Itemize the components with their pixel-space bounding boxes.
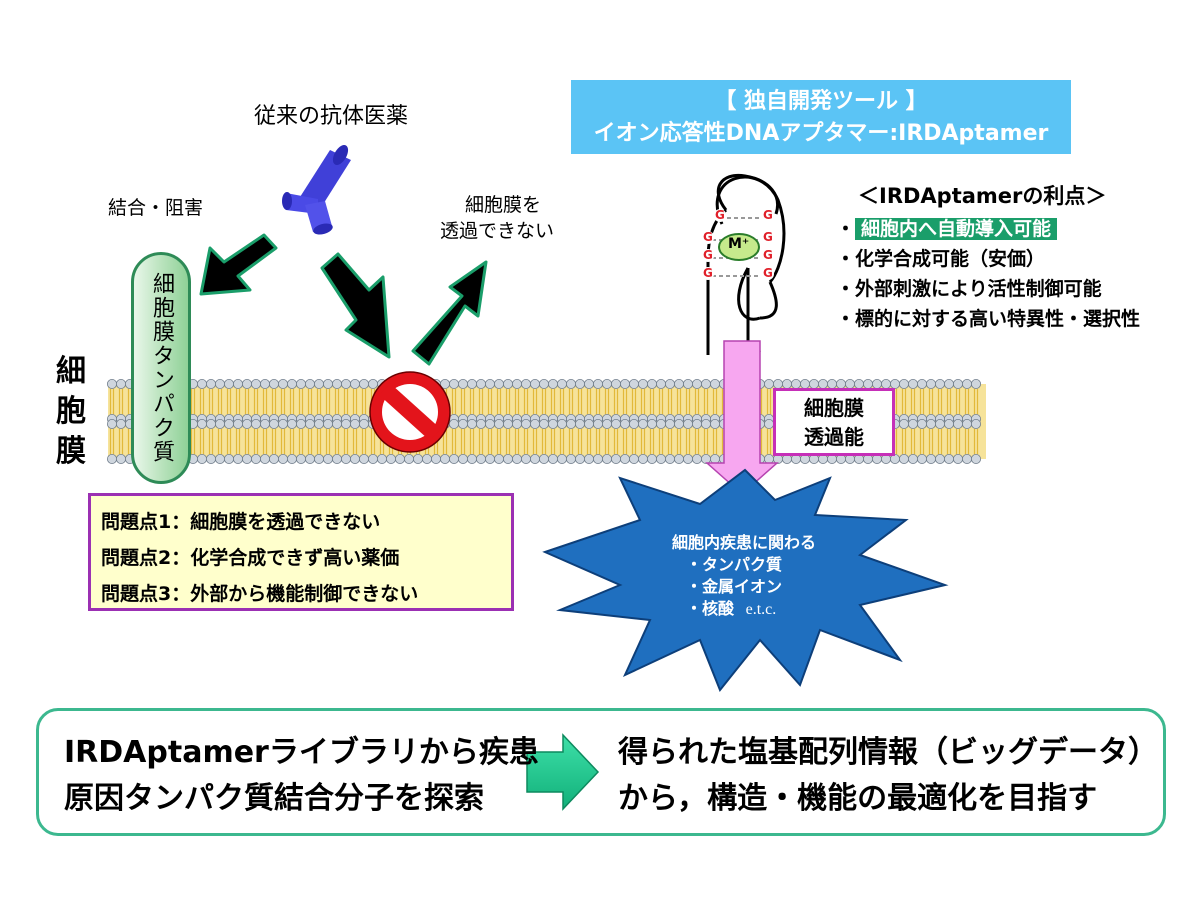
binding-label: 結合・阻害 <box>108 197 204 219</box>
g-base-label: G <box>762 230 774 244</box>
problems-box: 問題点1：細胞膜を透過できない 問題点2：化学合成できず高い薬価 問題点3：外部… <box>88 493 514 611</box>
advantage-highlight: 細胞内へ自動導入可能 <box>855 218 1058 240</box>
membrane-protein-label: 細胞膜タンパク質 <box>149 272 174 464</box>
binding-arrow <box>199 233 278 296</box>
cannot-pass-label-line2: 透過できない <box>440 220 555 242</box>
burst-item-row: ・核酸 e.t.c. <box>686 598 816 621</box>
metal-ion-icon <box>718 233 760 261</box>
bottom-right-line1: 得られた塩基配列情報（ビッグデータ） <box>618 735 1158 770</box>
permeation-arrow <box>705 340 779 496</box>
g-base-label: G <box>702 230 714 244</box>
tool-title-line2: イオン応答性DNAアプタマー:IRDAptamer <box>593 121 1049 146</box>
advantage-item: ・細胞内へ自動導入可能 <box>836 214 1140 244</box>
advantage-text: 化学合成可能（安価） <box>855 248 1046 270</box>
permeability-box: 細胞膜 透過能 <box>773 388 895 456</box>
advantages-list: ・細胞内へ自動導入可能 ・化学合成可能（安価） ・外部刺激により活性制御可能 ・… <box>836 214 1140 334</box>
tool-title-line1: 【 独自開発ツール 】 <box>714 89 928 114</box>
intracellular-burst-shape <box>542 468 949 692</box>
blocked-arrow-down <box>320 252 391 359</box>
permeability-line2: 透過能 <box>804 425 864 449</box>
bottom-left-line1: IRDAptamerライブラリから疾患 <box>64 735 539 770</box>
bottom-right-line2: から，構造・機能の最適化を目指す <box>618 781 1098 816</box>
problem-item: 問題点1：細胞膜を透過できない <box>101 511 381 533</box>
cannot-pass-label-line1: 細胞膜を <box>465 194 542 216</box>
problem-item: 問題点3：外部から機能制御できない <box>101 583 419 605</box>
burst-item: ・タンパク質 <box>686 555 783 574</box>
advantage-item: ・外部刺激により活性制御可能 <box>836 274 1140 304</box>
burst-text: 細胞内疾患に関わる ・タンパク質 ・金属イオン ・核酸 e.t.c. <box>660 532 816 621</box>
membrane-protein: 細胞膜タンパク質 <box>131 252 191 484</box>
burst-title: 細胞内疾患に関わる <box>672 533 817 552</box>
g-base-label: G <box>762 248 774 262</box>
bullet: ・ <box>836 278 856 300</box>
permeability-line1: 細胞膜 <box>804 396 864 420</box>
problem-item: 問題点2：化学合成できず高い薬価 <box>101 547 400 569</box>
advantages-title: ＜IRDAptamerの利点＞ <box>858 184 1107 208</box>
bottom-left-text: IRDAptamerライブラリから疾患 原因タンパク質結合分子を探索 <box>64 730 539 822</box>
burst-item: ・金属イオン <box>686 577 783 596</box>
advantage-item: ・標的に対する高い特異性・選択性 <box>836 304 1140 334</box>
bottom-summary-box <box>36 708 1166 836</box>
advantage-item: ・化学合成可能（安価） <box>836 244 1140 274</box>
g-base-label: G <box>702 266 714 280</box>
g-base-label: G <box>762 266 774 280</box>
bullet: ・ <box>836 308 856 330</box>
g-base-label: G <box>702 248 714 262</box>
bullet: ・ <box>836 218 856 240</box>
antibody-icon <box>282 145 351 235</box>
metal-ion-label: M⁺ <box>728 236 750 252</box>
g-base-label: G <box>714 208 726 222</box>
g-base-label: G <box>762 208 774 222</box>
cell-membrane-label: 細 胞 膜 <box>56 354 86 469</box>
advantage-text: 標的に対する高い特異性・選択性 <box>855 308 1141 330</box>
no-entry-sign-icon <box>369 371 451 453</box>
advantage-text: 外部刺激により活性制御可能 <box>855 278 1102 300</box>
burst-etc: e.t.c. <box>745 601 777 618</box>
next-step-arrow-icon <box>526 733 600 811</box>
bullet: ・ <box>836 248 856 270</box>
bottom-left-line2: 原因タンパク質結合分子を探索 <box>64 781 484 816</box>
bounced-arrow-up <box>411 260 488 366</box>
tool-title-box: 【 独自開発ツール 】 イオン応答性DNAアプタマー:IRDAptamer <box>571 80 1071 154</box>
burst-item: ・核酸 <box>686 599 735 618</box>
bottom-right-text: 得られた塩基配列情報（ビッグデータ） から，構造・機能の最適化を目指す <box>618 730 1158 822</box>
antibody-title: 従来の抗体医薬 <box>254 104 409 129</box>
